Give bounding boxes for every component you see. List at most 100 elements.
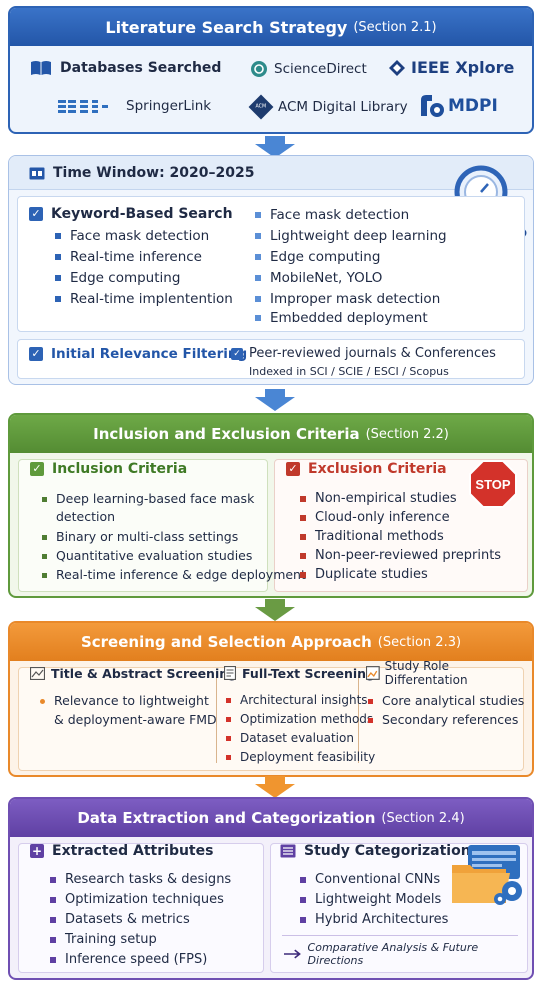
comparative-analysis-label: Comparative Analysis & Future Directions	[307, 941, 479, 967]
attribute-item: Research tasks & designs	[50, 872, 231, 887]
screening-title: Screening and Selection Approach	[80, 633, 372, 651]
extraction-title: Data Extraction and Categorization	[77, 809, 376, 827]
flow-arrow-down-icon	[255, 776, 295, 798]
inclusion-item: Quantitative evaluation studies	[42, 548, 252, 563]
inclusion-item-continued: detection	[56, 509, 116, 524]
screening-section: (Section 2.3)	[377, 634, 462, 650]
full-text-item: Dataset evaluation	[226, 731, 354, 745]
keyword-left-item: Real-time implentention	[55, 291, 233, 307]
relevance-filter-box	[17, 339, 525, 379]
databases-title: Databases Searched	[60, 60, 222, 76]
exclusion-item: Cloud-only inference	[300, 510, 450, 525]
extraction-panel: Data Extraction and Categorization (Sect…	[8, 797, 534, 980]
exclusion-title: Exclusion Criteria	[308, 461, 447, 477]
database-ieee: IEEE Xplore	[388, 58, 514, 77]
keyword-search-box	[17, 196, 525, 332]
keyword-left-item: Real-time inference	[55, 249, 202, 265]
exclusion-heading: ✓ Exclusion Criteria	[286, 461, 447, 477]
database-name: SpringerLink	[126, 98, 212, 114]
full-text-heading: Full-Text Screening	[224, 663, 375, 683]
document-icon	[224, 666, 236, 680]
keyword-right-item: Improper mask detection	[255, 291, 440, 307]
keyword-left-item: Edge computing	[55, 270, 180, 286]
categorization-title: Study Categorization	[304, 843, 471, 859]
mdpi-logo-icon	[421, 95, 444, 117]
full-text-item: Architectural insights	[226, 693, 368, 707]
book-icon	[31, 61, 51, 75]
criteria-section: (Section 2.2)	[365, 426, 449, 442]
title-abstract-heading: Title & Abstract Screening	[30, 663, 237, 683]
exclusion-item: Duplicate studies	[300, 567, 428, 582]
inclusion-heading: ✓ Inclusion Criteria	[30, 461, 187, 477]
study-role-item: Core analytical studies	[368, 693, 524, 708]
acm-badge-text: ACM	[255, 103, 267, 110]
flow-arrow-down-icon	[255, 136, 295, 158]
category-item: Hybrid Architectures	[300, 912, 448, 927]
inclusion-item: Real-time inference & edge deployment	[42, 567, 306, 582]
study-role-title: Study Role Differentation	[384, 659, 468, 687]
attribute-item: Optimization techniques	[50, 892, 224, 907]
keyword-right-item: Edge computing	[255, 249, 380, 265]
comparative-analysis-row: Comparative Analysis & Future Directions	[284, 941, 532, 967]
time-window-label: Time Window: 2020–2025	[53, 165, 255, 181]
keyword-right-item: Face mask detection	[255, 207, 409, 223]
keyword-search-heading: ✓ Keyword-Based Search	[29, 206, 233, 222]
time-window-strip	[9, 156, 533, 190]
criteria-title: Inclusion and Exclusion Criteria	[93, 425, 360, 443]
sciencedirect-logo-icon	[251, 61, 267, 77]
database-springerlink: SpringerLink	[58, 98, 211, 114]
attribute-item: Training setup	[50, 932, 157, 947]
categorization-heading: Study Categorization	[280, 841, 471, 861]
checkbox-checked-icon: ✓	[231, 347, 243, 360]
acm-logo-icon: ACM	[248, 94, 274, 120]
literature-search-panel: Literature Search Strategy (Section 2.1)…	[8, 6, 534, 134]
extraction-header: Data Extraction and Categorization (Sect…	[10, 799, 532, 837]
database-name: IEEE Xplore	[411, 58, 515, 77]
flow-arrow-down-icon	[255, 599, 295, 621]
database-mdpi: MDPI	[418, 92, 498, 120]
criteria-header: Inclusion and Exclusion Criteria (Sectio…	[10, 415, 532, 453]
divider	[282, 935, 518, 936]
stop-sign-label: STOP	[475, 477, 510, 492]
inclusion-box	[18, 459, 268, 592]
database-name: ACM Digital Library	[278, 99, 408, 115]
database-acm: ACM ACM Digital Library	[248, 94, 408, 120]
checkbox-checked-icon: ✓	[29, 207, 43, 221]
attribute-item: Datasets & metrics	[50, 912, 190, 927]
category-item: Conventional CNNs	[300, 872, 440, 887]
keyword-right-item: MobileNet, YOLO	[255, 270, 382, 286]
database-name: MDPI	[448, 96, 498, 116]
database-name: ScienceDirect	[274, 61, 367, 77]
full-text-item: Deployment feasibility	[226, 750, 375, 764]
exclusion-item: Traditional methods	[300, 529, 444, 544]
relevance-filter-title: Initial Relevance Filtering	[51, 346, 248, 362]
criteria-panel: Inclusion and Exclusion Criteria (Sectio…	[8, 413, 534, 598]
relevance-filter-text: Peer-reviewed journals & Conferences	[249, 346, 496, 361]
arrow-right-icon	[284, 949, 301, 959]
title-abstract-item: Relevance to lightweight	[40, 693, 209, 708]
springerlink-blocks-icon	[58, 100, 108, 113]
search-details-panel: Time Window: 2020–2025 ✓ Keyword-Based S…	[8, 155, 534, 385]
exclusion-item: Non-peer-reviewed preprints	[300, 548, 501, 563]
picture-icon	[366, 666, 380, 680]
stop-sign-icon: STOP	[469, 460, 517, 508]
plus-box-icon: +	[30, 844, 44, 858]
category-item: Lightweight Models	[300, 892, 441, 907]
attributes-heading: + Extracted Attributes	[30, 841, 213, 861]
checkbox-checked-icon: ✓	[29, 347, 43, 361]
time-window-row: Time Window: 2020–2025	[29, 165, 255, 181]
flow-arrow-down-icon	[255, 389, 295, 411]
full-text-title: Full-Text Screening	[242, 665, 376, 681]
list-box-icon	[280, 844, 296, 858]
checkbox-checked-icon: ✓	[30, 462, 44, 476]
databases-heading: Databases Searched	[30, 60, 221, 76]
attributes-box	[18, 843, 264, 973]
ieee-diamond-icon	[389, 59, 405, 76]
database-sciencedirect: ScienceDirect	[250, 60, 367, 78]
keyword-left-item: Face mask detection	[55, 228, 209, 244]
literature-search-title: Literature Search Strategy	[105, 17, 348, 37]
keyword-right-item: Lightweight deep learning	[255, 228, 447, 244]
literature-search-header: Literature Search Strategy (Section 2.1)	[10, 8, 532, 46]
relevance-filter-subtext: Indexed in SCI / SCIE / ESCI / Scopus	[249, 365, 449, 378]
checkbox-checked-icon: ✓	[286, 462, 300, 476]
